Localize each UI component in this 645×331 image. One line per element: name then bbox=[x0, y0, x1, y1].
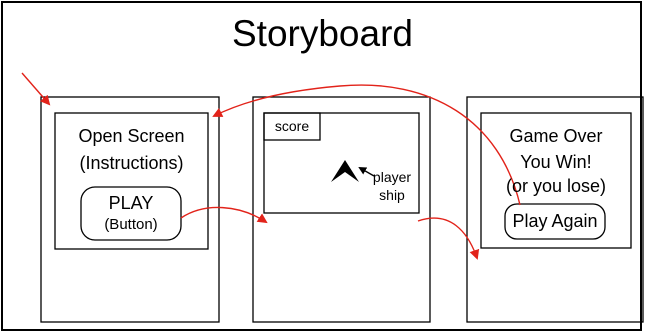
open-screen-heading: Open Screen bbox=[78, 126, 185, 146]
play-again-button[interactable] bbox=[504, 203, 606, 240]
score-box bbox=[263, 112, 321, 141]
game-to-over-arrow bbox=[417, 217, 480, 260]
screen-open bbox=[54, 112, 209, 250]
panel-game bbox=[252, 96, 431, 323]
player-pointer-arrow bbox=[358, 167, 375, 177]
play-button-caption: (Button) bbox=[104, 216, 158, 233]
screen-game-over bbox=[480, 112, 632, 249]
panel-game-over bbox=[466, 96, 644, 323]
play-to-game-arrow bbox=[180, 206, 268, 224]
play-button-label: PLAY bbox=[108, 193, 154, 213]
open-screen-subheading: (Instructions) bbox=[79, 153, 184, 173]
player-label-line1: player bbox=[372, 169, 412, 185]
score-label: score bbox=[274, 118, 310, 134]
screen-game bbox=[263, 112, 420, 214]
game-over-line1: Game Over bbox=[509, 126, 603, 146]
play-again-label: Play Again bbox=[512, 211, 598, 231]
play-button[interactable] bbox=[80, 186, 182, 241]
storyboard-title: Storyboard bbox=[232, 13, 413, 54]
game-over-line2: You Win! bbox=[520, 152, 592, 172]
game-over-line3: (or you lose) bbox=[505, 176, 607, 196]
entry-arrow bbox=[21, 72, 51, 106]
panel-open-screen bbox=[40, 96, 220, 323]
play-again-to-open-arrow bbox=[212, 84, 521, 206]
player-ship-icon bbox=[331, 160, 359, 182]
player-label-line2: ship bbox=[379, 187, 405, 203]
